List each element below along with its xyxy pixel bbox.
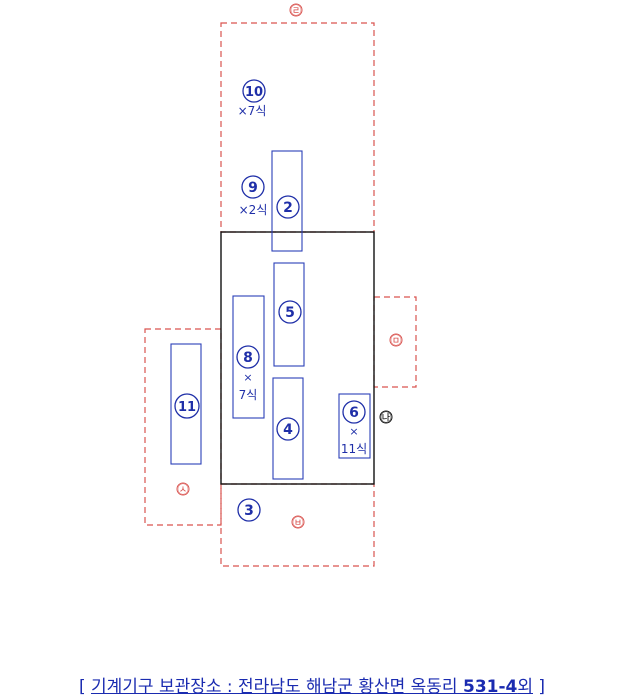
zone-left-marker	[176, 482, 190, 496]
machine-9-number-circle	[241, 175, 265, 199]
machine-5-footprint	[273, 262, 305, 367]
machine-3-number: 3	[244, 503, 254, 519]
storage-location-caption: [ 기계기구 보관장소 : 전라남도 해남군 황산면 옥동리 531-4외 ]	[0, 672, 624, 697]
zone-right-label: ㉤	[391, 334, 402, 347]
machine-6-footprint	[338, 393, 371, 459]
machine-4-footprint	[272, 377, 304, 480]
machine-8-mark: ×	[243, 371, 252, 384]
machine-11-footprint	[170, 343, 202, 465]
machine-6-number-circle	[342, 400, 366, 424]
machine-3-number-circle	[237, 498, 261, 522]
machine-5-number-circle	[278, 300, 302, 324]
zone-bottom-outline	[220, 483, 375, 567]
machine-6-number: 6	[349, 405, 359, 421]
caption-open-bracket: [	[78, 677, 86, 697]
machine-2-number-circle	[276, 195, 300, 219]
machine-8-footprint	[232, 295, 265, 419]
machine-4-number: 4	[283, 422, 293, 438]
zone-right-marker	[389, 333, 403, 347]
caption-close-bracket: ]	[538, 677, 546, 697]
machine-11-number-circle	[174, 393, 200, 419]
machine-10-qty: ×7식	[238, 104, 267, 118]
machine-11-number: 11	[178, 400, 196, 415]
machine-8-number-circle	[236, 345, 260, 369]
building-marker-label: ㉯	[381, 411, 392, 424]
machine-9-number: 9	[248, 180, 258, 196]
machine-6-mark: ×	[349, 425, 358, 438]
machine-6-qty: 11식	[341, 442, 367, 456]
zone-left-label: ㉦	[178, 483, 189, 496]
machine-10-number-circle	[242, 79, 266, 103]
zone-bottom-marker	[291, 515, 305, 529]
caption-label: 기계기구 보관장소 : 전라남도 해남군 황산면 옥동리	[90, 677, 463, 697]
main-building-outline	[220, 231, 375, 485]
machine-8-number: 8	[243, 350, 253, 366]
machine-2-footprint	[271, 150, 303, 252]
machine-2-number: 2	[283, 200, 293, 216]
zone-bottom-label: ㉥	[293, 516, 304, 529]
caption-suffix: 외	[517, 677, 533, 697]
machine-9-qty: ×2식	[239, 203, 268, 217]
zone-right-outline	[373, 296, 417, 388]
machine-4-number-circle	[276, 417, 300, 441]
caption-lot-number: 531-4	[462, 677, 518, 697]
machine-10-number: 10	[245, 85, 263, 100]
caption-address-link: 기계기구 보관장소 : 전라남도 해남군 황산면 옥동리 531-4외	[91, 677, 533, 697]
building-marker	[379, 410, 393, 424]
machine-5-number: 5	[285, 305, 295, 321]
zone-top-label: ㉣	[291, 4, 302, 17]
machine-8-qty: 7식	[239, 388, 258, 402]
zone-top-marker	[289, 3, 303, 17]
